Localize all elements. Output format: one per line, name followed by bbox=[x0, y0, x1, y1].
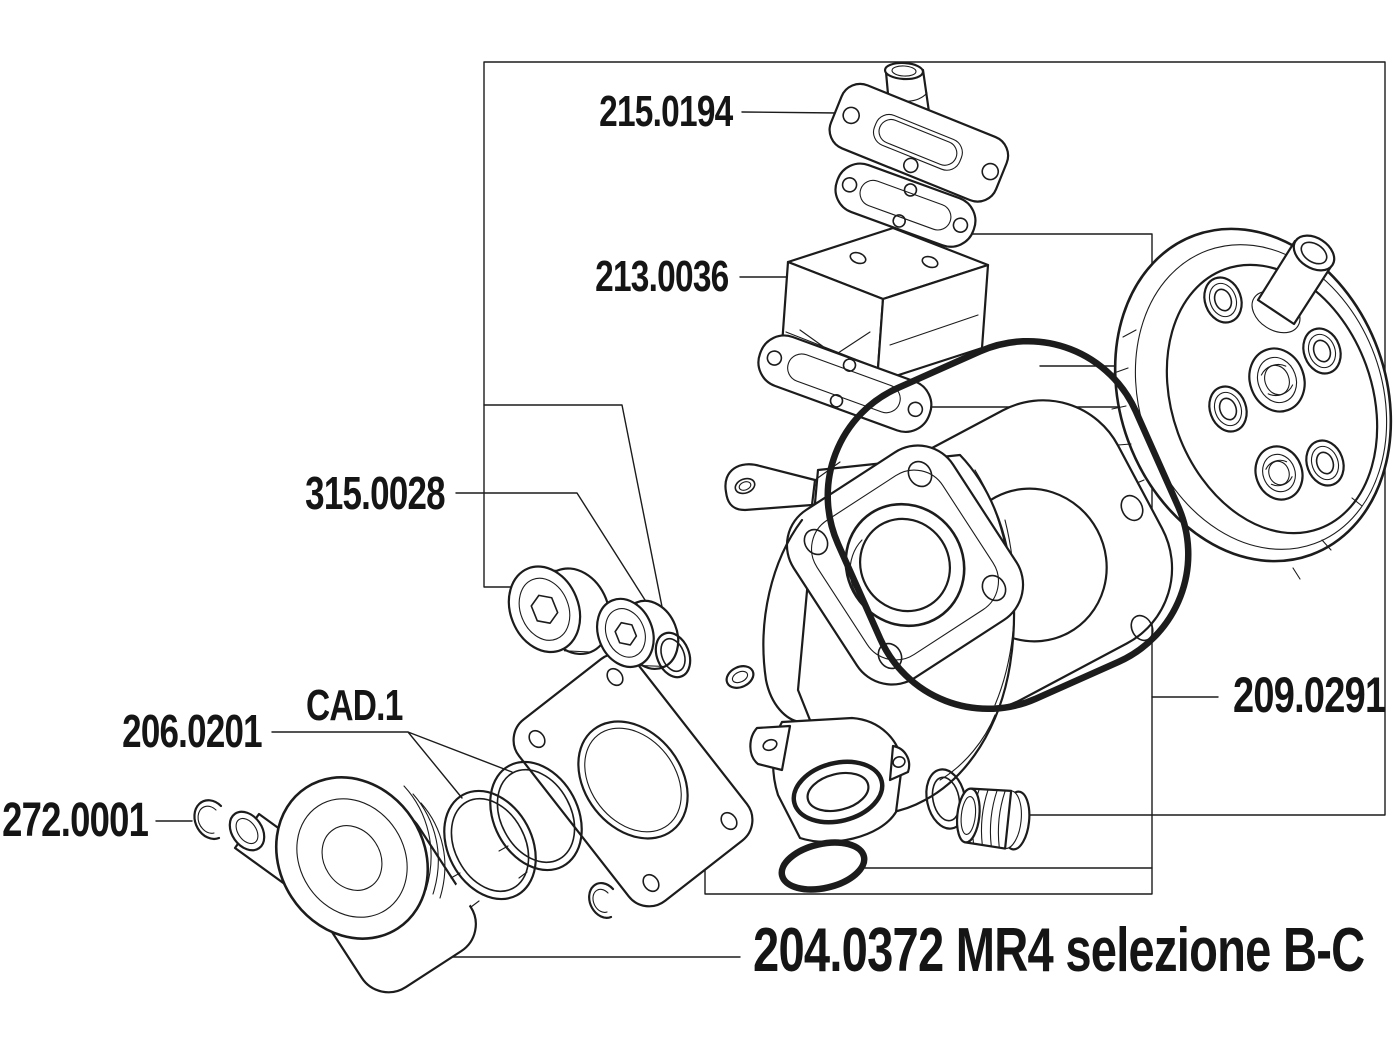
intake-manifold bbox=[828, 61, 1010, 203]
label-cad1: CAD.1 bbox=[306, 681, 403, 730]
exhaust-oring bbox=[778, 839, 868, 893]
circlip-right bbox=[588, 882, 615, 919]
allen-plug-small bbox=[596, 597, 680, 670]
plug-oring bbox=[654, 631, 692, 679]
label-gasket-set: 209.0291 bbox=[1233, 667, 1386, 723]
head-oring-gasket bbox=[824, 337, 1192, 713]
label-circlip-set: 272.0001 bbox=[1, 794, 149, 847]
piston-ring-1 bbox=[443, 789, 537, 908]
piston bbox=[274, 776, 477, 994]
reed-gasket-lower bbox=[757, 334, 933, 433]
cylinder-head bbox=[1111, 227, 1393, 580]
threaded-plug bbox=[955, 787, 1031, 851]
label-piston: 204.0372 MR4 selezione B-C bbox=[753, 916, 1365, 985]
cylinder-base-gasket bbox=[512, 652, 754, 908]
circlip-left bbox=[193, 799, 223, 840]
cylinder bbox=[724, 444, 1025, 843]
label-plug-set: 315.0028 bbox=[305, 467, 446, 519]
allen-plug-large bbox=[507, 565, 612, 656]
piston-ring-2 bbox=[489, 760, 583, 880]
kit-bracket-box bbox=[483, 61, 1386, 816]
label-manifold: 215.0194 bbox=[599, 87, 734, 136]
label-ring-set: 206.0201 bbox=[122, 705, 263, 757]
part-leader-lines bbox=[155, 111, 839, 958]
label-reed-valve: 213.0036 bbox=[595, 252, 730, 301]
